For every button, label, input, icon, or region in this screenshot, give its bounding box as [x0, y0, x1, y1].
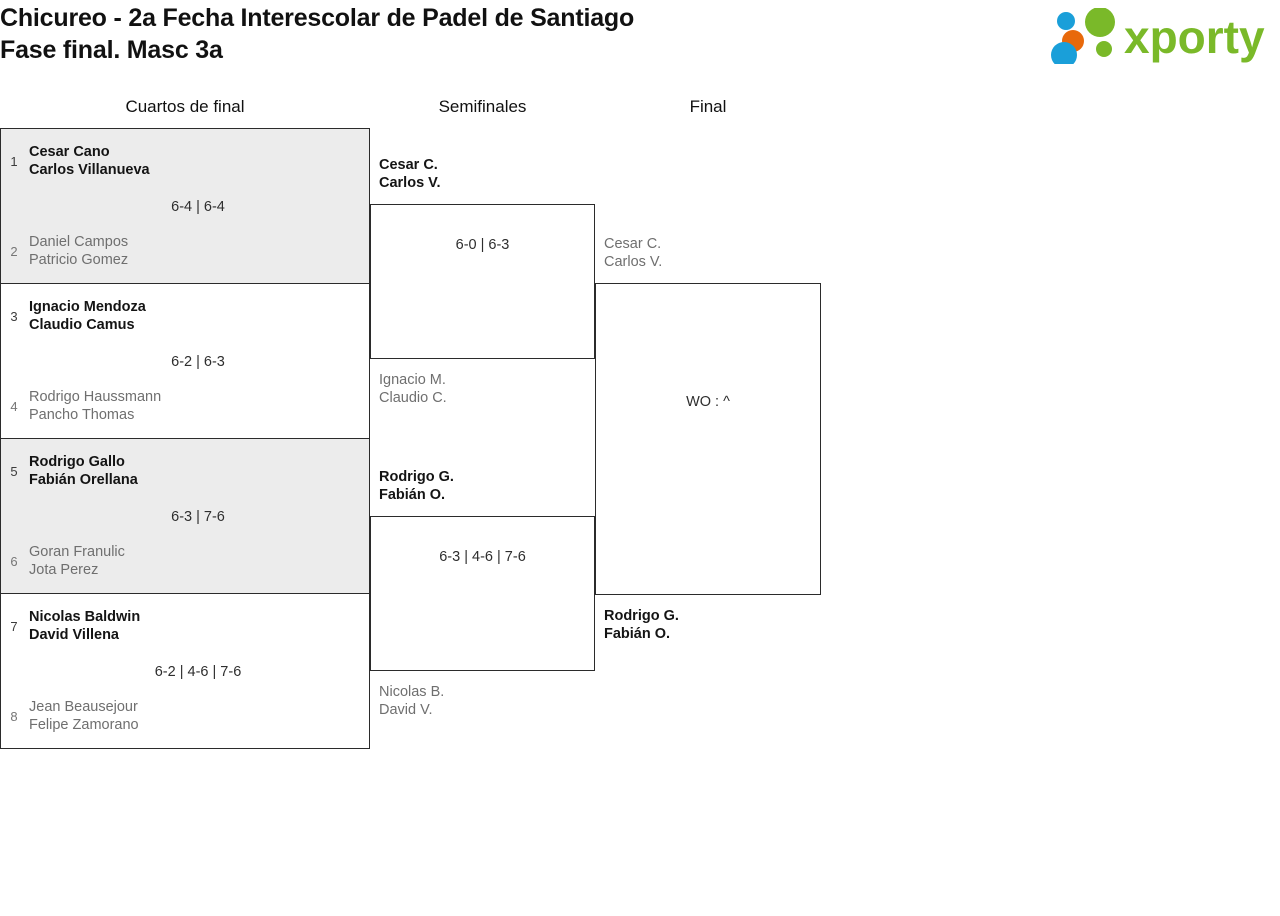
player-name-2: Pancho Thomas	[29, 407, 135, 423]
team-names: Rodrigo Gallo Fabián Orellana	[27, 453, 369, 489]
team-names: Daniel Campos Patricio Gomez	[27, 233, 369, 269]
match-semifinal-2[interactable]: Rodrigo G. Fabián O. 6-3 | 4-6 | 7-6 Nic…	[370, 469, 595, 718]
player-name-2: Patricio Gomez	[29, 252, 129, 268]
player-name-1: Goran Franulic	[29, 544, 125, 560]
match-quarterfinal-1[interactable]: 1 Cesar Cano Carlos Villanueva 6-4 | 6-4…	[0, 128, 370, 284]
team-names: Cesar C. Carlos V.	[371, 156, 594, 192]
player-name-2: Claudio Camus	[29, 317, 135, 333]
round-header-final: Final	[689, 97, 727, 116]
player-name-1: Jean Beausejour	[29, 699, 138, 715]
player-name-2: Felipe Zamorano	[29, 717, 139, 733]
player-name-2: Carlos V.	[604, 254, 663, 270]
team-names: Cesar C. Carlos V.	[596, 235, 820, 271]
match-score: 6-3 | 4-6 | 7-6	[439, 549, 526, 565]
match-slot-top[interactable]: 1 Cesar Cano Carlos Villanueva	[1, 142, 369, 180]
match-quarterfinal-2[interactable]: 3 Ignacio Mendoza Claudio Camus 6-2 | 6-…	[0, 283, 370, 439]
player-name-2: Carlos V.	[379, 175, 441, 191]
match-slot-top[interactable]: 7 Nicolas Baldwin David Villena	[1, 607, 369, 645]
team-names: Rodrigo G. Fabián O.	[371, 468, 594, 504]
match-quarterfinal-3[interactable]: 5 Rodrigo Gallo Fabián Orellana 6-3 | 7-…	[0, 438, 370, 594]
match-score: 6-4 | 6-4	[171, 199, 225, 215]
page-title: Chicureo - 2a Fecha Interescolar de Pade…	[0, 4, 635, 64]
team-names: Ignacio M. Claudio C.	[371, 371, 594, 407]
seed-number: 1	[10, 153, 18, 169]
player-name-1: Daniel Campos	[29, 234, 129, 250]
seed-number: 5	[10, 463, 18, 479]
match-slot-top[interactable]: 5 Rodrigo Gallo Fabián Orellana	[1, 452, 369, 490]
match-score: 6-0 | 6-3	[455, 237, 510, 253]
match-semifinal-1[interactable]: Cesar C. Carlos V. 6-0 | 6-3 Ignacio M. …	[370, 157, 595, 406]
player-name-2: David V.	[379, 702, 433, 718]
match-slot-bottom[interactable]: Rodrigo G. Fabián O.	[596, 606, 820, 644]
seed-number: 8	[10, 708, 18, 724]
match-score: 6-3 | 7-6	[171, 509, 225, 525]
match-slot-top[interactable]: Cesar C. Carlos V.	[596, 234, 820, 272]
team-names: Rodrigo Haussmann Pancho Thomas	[27, 388, 369, 424]
player-name-1: Cesar C.	[604, 236, 662, 252]
seed-number: 6	[10, 553, 18, 569]
player-name-1: Cesar Cano	[29, 144, 110, 160]
match-final[interactable]: Cesar C. Carlos V. WO : ^ Rodrigo G. Fab…	[595, 236, 821, 642]
match-slot-bottom[interactable]: 6 Goran Franulic Jota Perez	[1, 542, 369, 580]
player-name-2: Fabián Orellana	[29, 472, 138, 488]
xporty-logo[interactable]: xporty	[1048, 8, 1274, 64]
player-name-2: Jota Perez	[29, 562, 99, 578]
team-names: Nicolas Baldwin David Villena	[27, 608, 369, 644]
match-slot-top[interactable]: Rodrigo G. Fabián O.	[371, 467, 594, 505]
match-slot-bottom[interactable]: 2 Daniel Campos Patricio Gomez	[1, 232, 369, 270]
player-name-1: Nicolas Baldwin	[29, 609, 141, 625]
player-name-1: Nicolas B.	[379, 684, 445, 700]
match-slot-bottom[interactable]: 8 Jean Beausejour Felipe Zamorano	[1, 697, 369, 735]
player-name-2: Fabián O.	[379, 487, 446, 503]
match-score: WO : ^	[686, 394, 730, 410]
player-name-1: Rodrigo Gallo	[29, 454, 125, 470]
match-slot-bottom[interactable]: Ignacio M. Claudio C.	[371, 370, 594, 408]
team-names: Nicolas B. David V.	[371, 683, 594, 719]
match-slot-bottom[interactable]: 4 Rodrigo Haussmann Pancho Thomas	[1, 387, 369, 425]
player-name-1: Rodrigo Haussmann	[29, 389, 162, 405]
seed-number: 2	[10, 243, 18, 259]
seed-number: 4	[10, 398, 18, 414]
match-slot-bottom[interactable]: Nicolas B. David V.	[371, 682, 594, 720]
team-names: Jean Beausejour Felipe Zamorano	[27, 698, 369, 734]
team-names: Rodrigo G. Fabián O.	[596, 607, 820, 643]
player-name-1: Ignacio M.	[379, 372, 446, 388]
match-slot-top[interactable]: 3 Ignacio Mendoza Claudio Camus	[1, 297, 369, 335]
player-name-1: Ignacio Mendoza	[29, 299, 146, 315]
match-slot-top[interactable]: Cesar C. Carlos V.	[371, 155, 594, 193]
round-header-quarterfinals: Cuartos de final	[125, 97, 245, 116]
player-name-2: Carlos Villanueva	[29, 162, 150, 178]
team-names: Cesar Cano Carlos Villanueva	[27, 143, 369, 179]
seed-number: 7	[10, 618, 18, 634]
player-name-1: Rodrigo G.	[604, 608, 679, 624]
player-name-1: Cesar C.	[379, 157, 438, 173]
match-quarterfinal-4[interactable]: 7 Nicolas Baldwin David Villena 6-2 | 4-…	[0, 593, 370, 749]
match-score: 6-2 | 4-6 | 7-6	[154, 664, 242, 680]
match-score: 6-2 | 6-3	[171, 354, 225, 370]
seed-number: 3	[10, 308, 18, 324]
svg-text:xporty: xporty	[1124, 11, 1265, 63]
team-names: Ignacio Mendoza Claudio Camus	[27, 298, 369, 334]
player-name-1: Rodrigo G.	[379, 469, 454, 485]
player-name-2: Claudio C.	[379, 390, 447, 406]
round-header-semifinals: Semifinales	[438, 97, 527, 116]
player-name-2: David Villena	[29, 627, 119, 643]
player-name-2: Fabián O.	[604, 626, 671, 642]
team-names: Goran Franulic Jota Perez	[27, 543, 369, 579]
